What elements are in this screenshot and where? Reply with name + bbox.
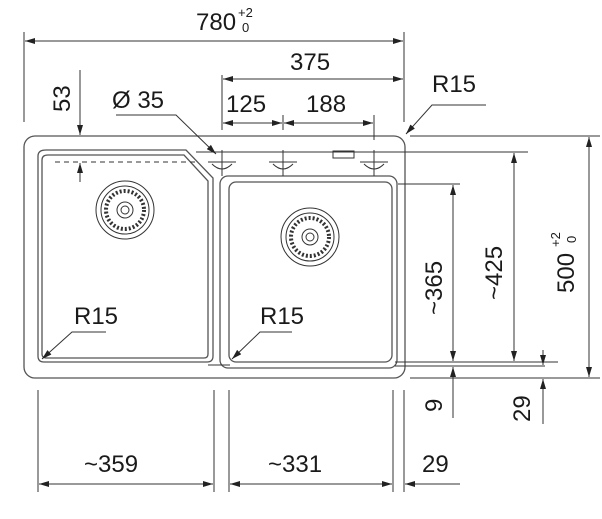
outer-radius-label: R15 xyxy=(432,71,476,98)
dim-53-label: 53 xyxy=(49,85,76,112)
dim-331-label: ~331 xyxy=(268,451,322,478)
sink-outer-outline xyxy=(23,135,406,379)
dim-500-label: 500 xyxy=(553,253,580,293)
left-drain-icon xyxy=(95,180,155,240)
tap-hole-2 xyxy=(269,150,297,176)
dim-125-label: 125 xyxy=(226,91,266,118)
dim-780-tol-upper: +2 xyxy=(238,5,253,20)
left-bowl-radius-leader xyxy=(41,331,106,360)
dim-425-label: ~425 xyxy=(481,246,508,300)
dim-375-label: 375 xyxy=(290,49,330,76)
right-bowl-outline xyxy=(228,181,393,363)
hole-diameter-label: Ø 35 xyxy=(112,87,164,114)
hole-diameter-leader xyxy=(116,114,217,155)
dim-365-label: ~365 xyxy=(421,261,448,315)
dim-780-tol-lower: 0 xyxy=(242,20,249,35)
dim-500-tol-lower: 0 xyxy=(564,236,579,243)
right-bowl-radius-label: R15 xyxy=(260,303,304,330)
dim-29-vertical-label: 29 xyxy=(509,395,536,422)
dim-500-tol-upper: +2 xyxy=(548,232,563,247)
right-bowl-radius-leader xyxy=(231,331,292,360)
outer-radius-leader xyxy=(405,104,486,135)
dim-29-horizontal-label: 29 xyxy=(422,451,449,478)
tap-hole-1 xyxy=(208,150,236,176)
left-bowl-radius-label: R15 xyxy=(74,303,118,330)
dim-188-label: 188 xyxy=(306,91,346,118)
overflow-slot xyxy=(332,150,355,159)
tap-hole-3 xyxy=(360,150,388,176)
dim-780-label: 780 xyxy=(196,9,236,36)
right-drain-icon xyxy=(280,207,340,267)
right-bowl-rim xyxy=(219,175,398,369)
left-bowl-inner xyxy=(41,154,209,359)
dim-359-label: ~359 xyxy=(84,451,138,478)
left-bowl-outline xyxy=(37,149,214,363)
extension-lines xyxy=(23,32,600,492)
dim-9-label: 9 xyxy=(421,399,448,412)
